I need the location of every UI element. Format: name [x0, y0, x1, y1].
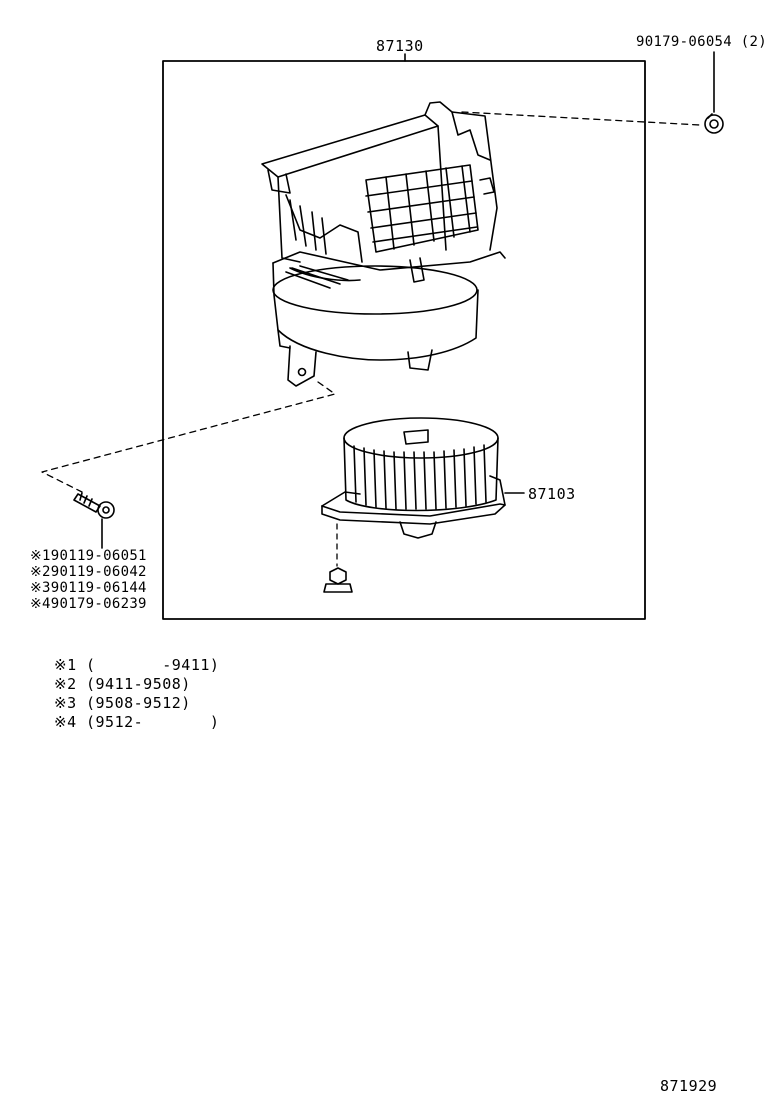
screw-part-number: 90179-06239 — [50, 596, 147, 612]
screw-mark: ※4 — [30, 596, 51, 612]
screw-mark: ※2 — [30, 564, 51, 580]
clip-part-number: 90179-06054 — [636, 34, 733, 50]
clip-dashed-leader — [461, 111, 701, 126]
legend-range: (9512- ) — [86, 713, 220, 731]
screw-list-item: ※490179-06239 — [30, 596, 147, 612]
legend-item: ※1 ( -9411) — [54, 656, 219, 675]
legend-range: (9508-9512) — [86, 694, 191, 712]
screw-mark: ※1 — [30, 548, 51, 564]
legend-range: ( -9411) — [86, 656, 220, 674]
fan-motor-part-number: 87103 — [528, 485, 576, 503]
legend-mark: ※3 — [54, 694, 77, 712]
screw-mark: ※3 — [30, 580, 51, 596]
screw-part-number: 90119-06144 — [50, 580, 147, 596]
legend-item: ※4 (9512- ) — [54, 713, 219, 732]
clip-nut-drawing — [704, 113, 724, 134]
screw-list-item: ※290119-06042 — [30, 564, 147, 580]
legend-item: ※3 (9508-9512) — [54, 694, 219, 713]
screw-list-item: ※390119-06144 — [30, 580, 147, 596]
screw-part-number: 90119-06051 — [50, 548, 147, 564]
assembly-frame — [162, 60, 646, 620]
legend-range: (9411-9508) — [86, 675, 191, 693]
fan-screw-drawing — [323, 523, 353, 593]
legend-mark: ※2 — [54, 675, 77, 693]
screw-part-list: ※190119-06051 ※290119-06042 ※390119-0614… — [30, 548, 147, 612]
screw-part-number: 90119-06042 — [50, 564, 147, 580]
clip-qty: (2) — [740, 34, 767, 50]
legend-mark: ※4 — [54, 713, 77, 731]
blower-housing-drawing — [261, 101, 506, 387]
screw-drawing — [73, 492, 115, 519]
screw-dashed-leader — [41, 381, 336, 493]
legend-item: ※2 (9411-9508) — [54, 675, 219, 694]
date-range-legend: ※1 ( -9411) ※2 (9411-9508) ※3 (9508-9512) ※… — [54, 656, 219, 732]
clip-part-label: 90179-06054 (2) — [636, 34, 767, 50]
screw-list-item: ※190119-06051 — [30, 548, 147, 564]
figure-id: 871929 — [660, 1077, 718, 1095]
legend-mark: ※1 — [54, 656, 77, 674]
assembly-part-number: 87130 — [376, 37, 424, 55]
fan-motor-drawing — [321, 417, 525, 539]
